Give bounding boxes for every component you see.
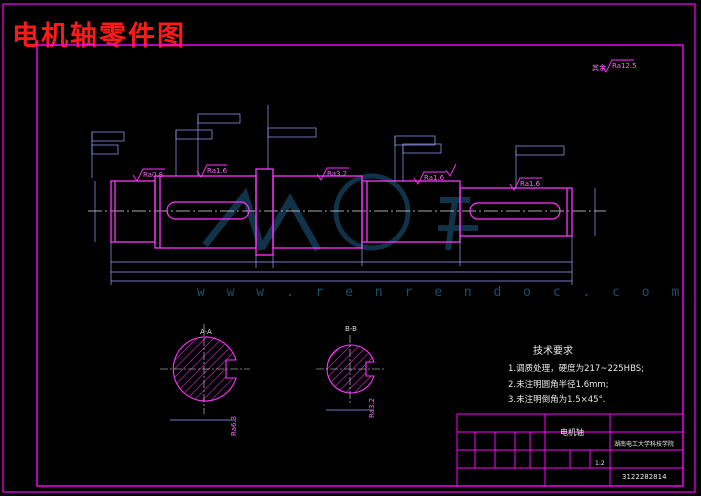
section-a-a bbox=[160, 324, 250, 421]
section-b-b bbox=[316, 335, 386, 411]
title-block-drawing-no: 3122282814 bbox=[622, 473, 667, 481]
section-roughness: Ra6.3 bbox=[230, 416, 238, 436]
dimension-lines bbox=[91, 105, 596, 285]
title-block-scale: 1:2 bbox=[595, 460, 605, 467]
keyway-slots bbox=[166, 201, 561, 220]
outer-frame bbox=[2, 3, 696, 493]
section-roughness: Ra3.2 bbox=[368, 398, 376, 418]
section-label: B-B bbox=[345, 325, 357, 333]
tech-requirement-item: 1.调质处理，硬度为217~225HBS; bbox=[508, 364, 645, 374]
roughness-label: Ra1.6 bbox=[207, 167, 228, 175]
title-block-part-name: 电机轴 bbox=[560, 427, 584, 437]
tech-requirement-item: 2.未注明圆角半径1.6mm; bbox=[508, 380, 609, 390]
shaft-outline bbox=[110, 168, 573, 256]
tolerance-frames bbox=[91, 113, 565, 156]
title-block bbox=[456, 413, 684, 487]
section-label: A-A bbox=[200, 328, 212, 336]
roughness-symbols bbox=[132, 59, 634, 191]
roughness-corner: Ra12.5 bbox=[612, 62, 637, 70]
roughness-label: Ra3.2 bbox=[327, 170, 347, 178]
roughness-label: Ra1.6 bbox=[424, 174, 445, 182]
watermark-url: w w w . r e n r e n d o c . c o m bbox=[197, 285, 687, 300]
inner-frame bbox=[36, 44, 684, 487]
roughness-corner-prefix: 其余 bbox=[592, 63, 606, 72]
roughness-label: Ra0.8 bbox=[143, 171, 163, 179]
drawing-title: 电机轴零件图 bbox=[12, 21, 186, 52]
tech-requirements-heading: 技术要求 bbox=[533, 346, 573, 357]
tech-requirement-item: 3.未注明倒角为1.5×45°. bbox=[508, 395, 606, 405]
title-block-school: 湖南电工大学科技学院 bbox=[614, 440, 674, 448]
watermark-logo bbox=[202, 173, 478, 252]
roughness-values: Ra0.8 Ra1.6 Ra3.2 Ra1.6 Ra1.6 Ra12.5 其余 bbox=[143, 62, 637, 188]
roughness-label: Ra1.6 bbox=[520, 180, 541, 188]
